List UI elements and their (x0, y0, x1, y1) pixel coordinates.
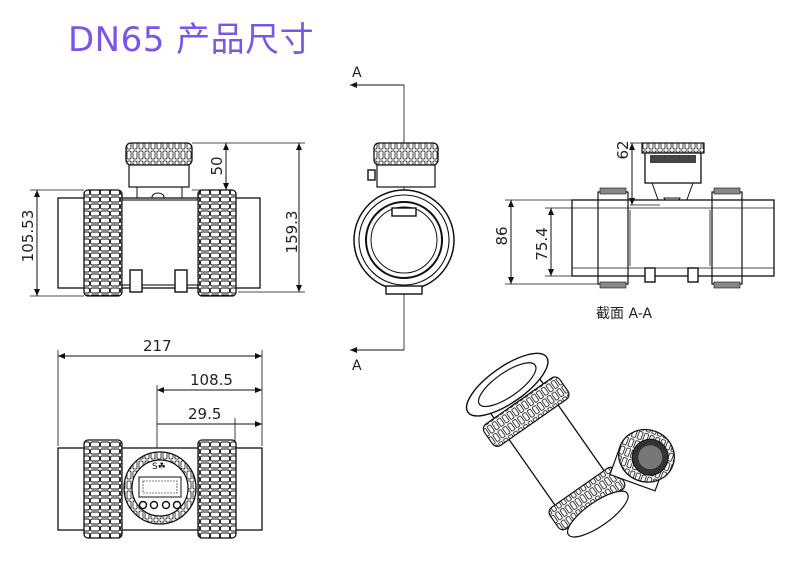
dim-outer-diameter: 86 (493, 226, 511, 245)
section-caption: 截面 A-A (596, 306, 652, 322)
section-mark-top: A (352, 65, 362, 81)
svg-text:S☘: S☘ (152, 462, 166, 472)
dim-head-depth: 62 (614, 140, 632, 159)
isometric-view (465, 352, 675, 538)
section-view: 86 75.4 62 截面 A-A (493, 140, 775, 322)
display-head (125, 142, 193, 166)
section-mark-bottom: A (352, 358, 362, 374)
side-view: A A (350, 65, 455, 374)
front-view: 159.3 50 105.53 (19, 142, 305, 297)
dim-height-overall: 159.3 (283, 211, 301, 254)
dim-offset: 29.5 (188, 405, 221, 423)
page-title: DN65 产品尺寸 (68, 20, 315, 60)
dim-body-height: 105.53 (19, 210, 37, 263)
union-nut-left (83, 189, 123, 297)
dim-inner-diameter: 75.4 (533, 227, 551, 260)
union-nut-right (197, 189, 237, 297)
dim-half-length: 108.5 (190, 371, 233, 389)
dim-head-height: 50 (208, 156, 226, 175)
dim-total-length: 217 (143, 337, 172, 355)
top-view: 217 108.5 29.5 S☘ (57, 337, 263, 539)
